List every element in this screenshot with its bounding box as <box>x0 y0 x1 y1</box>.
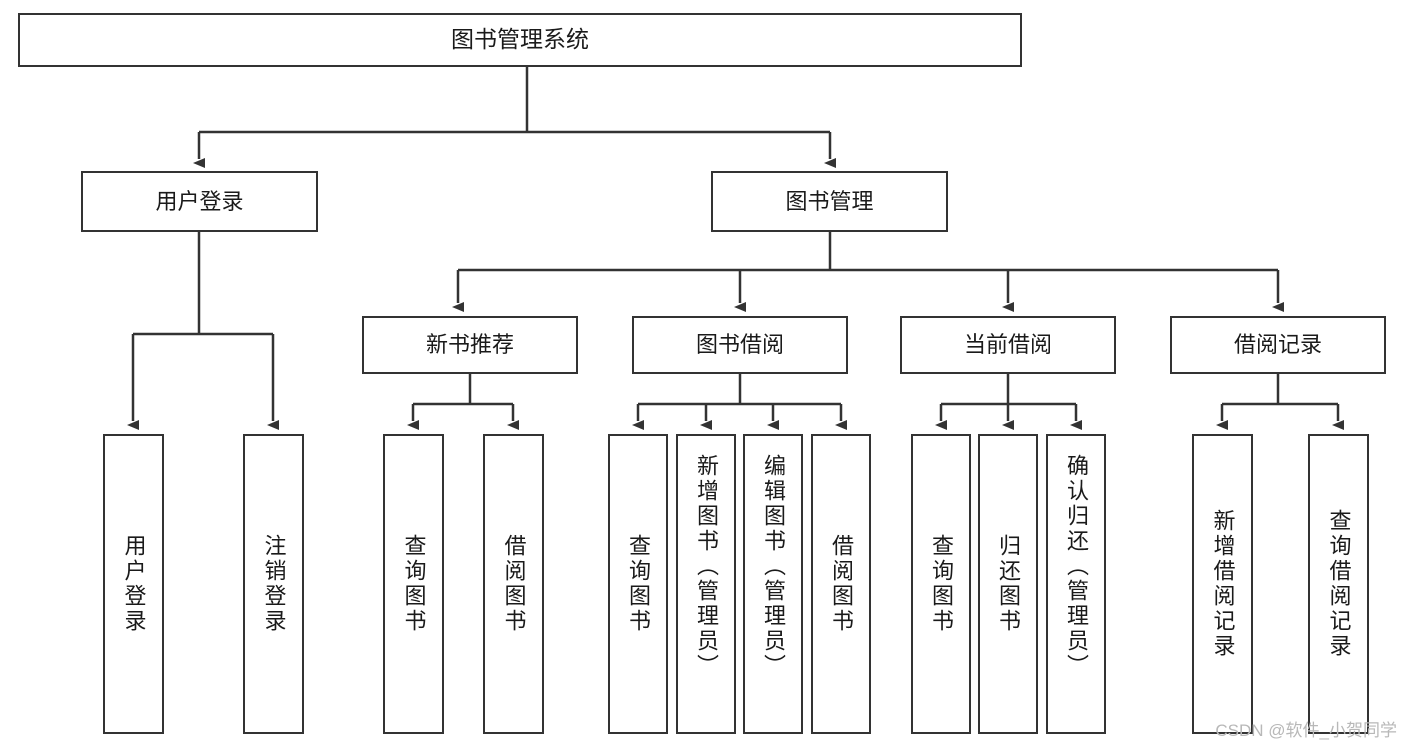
node-label: 新增图书（管理员） <box>694 454 719 679</box>
node-label: 归还图书 <box>996 534 1021 634</box>
node-leaf-query-record[interactable]: 查询借阅记录 <box>1308 434 1369 734</box>
node-book-borrow[interactable]: 图书借阅 <box>632 316 848 374</box>
node-leaf-query-book-2[interactable]: 查询图书 <box>608 434 668 734</box>
node-label: 确认归还（管理员） <box>1064 454 1089 679</box>
node-label: 注销登录 <box>261 534 287 634</box>
node-label: 借阅图书 <box>501 534 527 634</box>
node-leaf-return-book[interactable]: 归还图书 <box>978 434 1038 734</box>
node-current-borrow[interactable]: 当前借阅 <box>900 316 1116 374</box>
node-label: 当前借阅 <box>963 332 1052 358</box>
node-leaf-borrow-book-1[interactable]: 借阅图书 <box>483 434 544 734</box>
node-label: 新书推荐 <box>425 332 514 358</box>
node-label: 查询图书 <box>626 534 651 634</box>
node-label: 用户登录 <box>155 188 244 214</box>
node-leaf-logout[interactable]: 注销登录 <box>243 434 304 734</box>
node-borrow-record[interactable]: 借阅记录 <box>1170 316 1386 374</box>
node-label: 查询图书 <box>929 534 954 634</box>
node-leaf-confirm-return[interactable]: 确认归还（管理员） <box>1046 434 1106 734</box>
node-leaf-add-record[interactable]: 新增借阅记录 <box>1192 434 1253 734</box>
node-leaf-query-book-3[interactable]: 查询图书 <box>911 434 971 734</box>
node-user-login[interactable]: 用户登录 <box>81 171 318 232</box>
node-leaf-user-login[interactable]: 用户登录 <box>103 434 164 734</box>
node-label: 图书管理系统 <box>451 26 589 53</box>
node-leaf-edit-book[interactable]: 编辑图书（管理员） <box>743 434 803 734</box>
node-label: 查询借阅记录 <box>1326 509 1352 659</box>
node-label: 图书管理 <box>785 188 874 214</box>
node-label: 用户登录 <box>121 534 147 634</box>
node-root-system[interactable]: 图书管理系统 <box>18 13 1022 67</box>
node-label: 借阅记录 <box>1233 332 1322 358</box>
node-label: 借阅图书 <box>829 534 854 634</box>
node-label: 查询图书 <box>401 534 427 634</box>
node-leaf-query-book-1[interactable]: 查询图书 <box>383 434 444 734</box>
node-label: 新增借阅记录 <box>1210 509 1236 659</box>
node-label: 编辑图书（管理员） <box>761 454 786 679</box>
node-leaf-borrow-book-2[interactable]: 借阅图书 <box>811 434 871 734</box>
node-book-management[interactable]: 图书管理 <box>711 171 948 232</box>
node-label: 图书借阅 <box>695 332 784 358</box>
csdn-watermark: CSDN @软件_小贺同学 <box>1215 721 1397 740</box>
node-leaf-add-book[interactable]: 新增图书（管理员） <box>676 434 736 734</box>
node-new-book-recommend[interactable]: 新书推荐 <box>362 316 578 374</box>
